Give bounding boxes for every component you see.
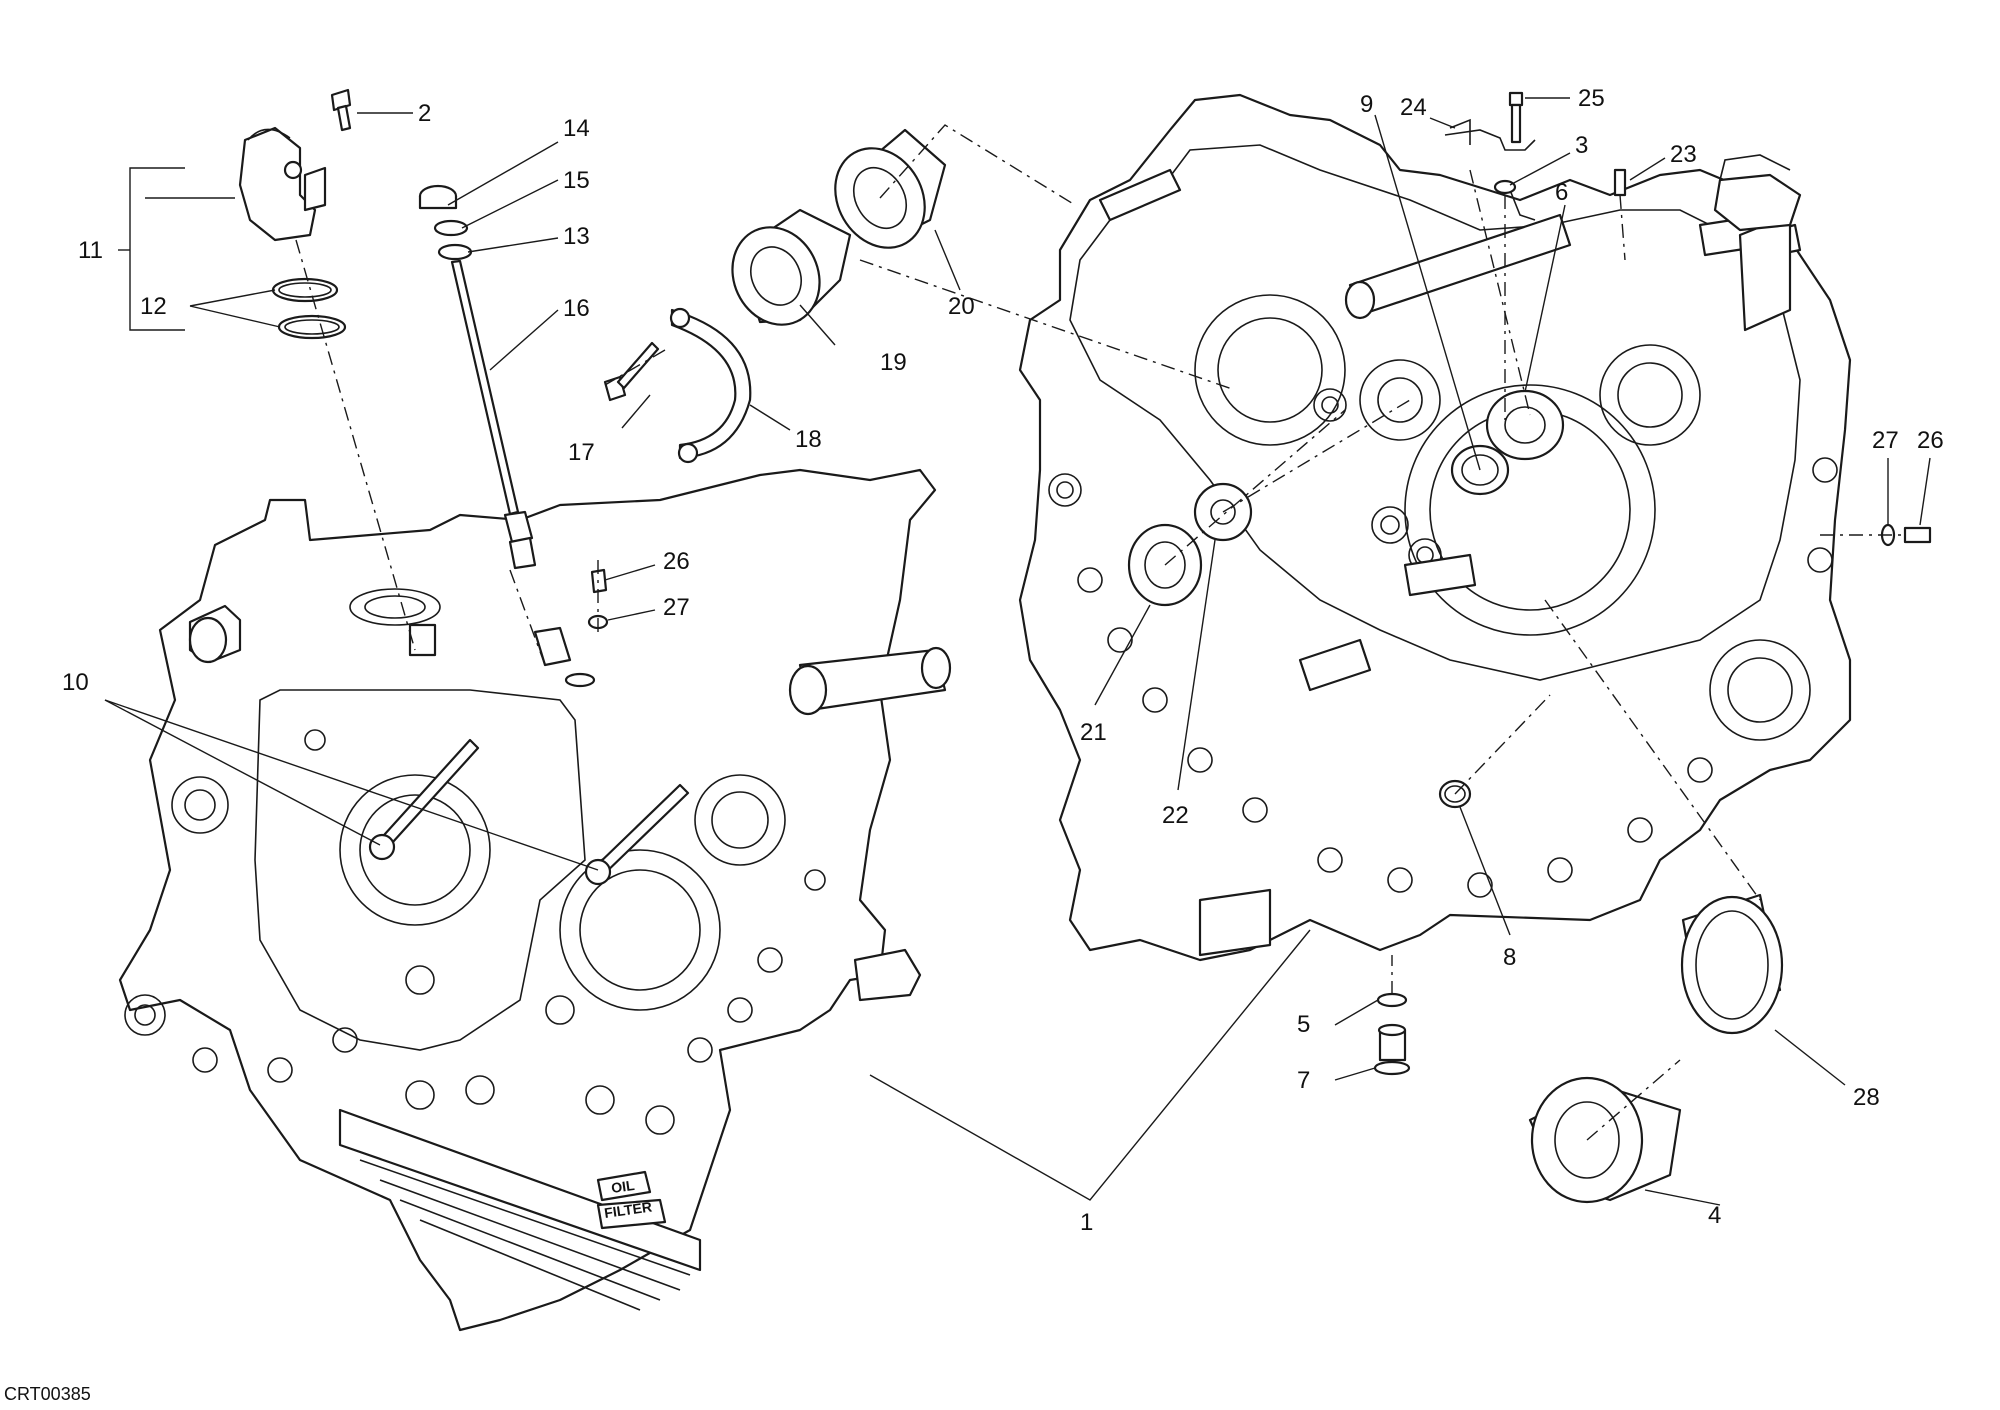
washer-3 xyxy=(1493,179,1517,195)
callout-4: 4 xyxy=(1708,1202,1721,1229)
crankcase-studs xyxy=(368,738,690,886)
bearing-4 xyxy=(1528,1076,1682,1204)
callout-16: 16 xyxy=(563,295,590,322)
callout-27-left: 27 xyxy=(663,594,690,621)
oil-line-24 xyxy=(1444,118,1536,151)
callout-20: 20 xyxy=(948,293,975,320)
callout-19: 19 xyxy=(880,349,907,376)
callout-23: 23 xyxy=(1670,141,1697,168)
callout-24: 24 xyxy=(1400,94,1427,121)
callout-13: 13 xyxy=(563,223,590,250)
callout-28: 28 xyxy=(1853,1084,1880,1111)
callout-9: 9 xyxy=(1360,91,1373,118)
oil-stamp: OIL xyxy=(610,1177,636,1196)
callout-3: 3 xyxy=(1575,132,1588,159)
oil-pipe-assembly xyxy=(418,184,537,570)
callout-15: 15 xyxy=(563,167,590,194)
dowel-26-right xyxy=(1903,526,1932,544)
plug-7 xyxy=(1373,1023,1411,1076)
oil-breather-assembly xyxy=(238,126,327,242)
retainer-18 xyxy=(669,307,752,464)
bearing-6 xyxy=(1485,389,1565,461)
screw-17 xyxy=(603,341,660,402)
callout-5: 5 xyxy=(1297,1011,1310,1038)
washer-5 xyxy=(1376,992,1408,1008)
callout-8: 8 xyxy=(1503,944,1516,971)
o-rings-12 xyxy=(271,277,347,340)
callout-14: 14 xyxy=(563,115,590,142)
right-crankcase-half xyxy=(1018,93,1852,962)
screw-25 xyxy=(1508,91,1524,144)
callout-11: 11 xyxy=(78,237,103,264)
callout-1: 1 xyxy=(1080,1209,1093,1236)
callout-21: 21 xyxy=(1080,719,1107,746)
callout-26-right: 26 xyxy=(1917,427,1944,454)
dowel-26-left xyxy=(590,568,608,594)
screw-2 xyxy=(330,88,352,132)
callout-12: 12 xyxy=(140,293,167,320)
callout-10: 10 xyxy=(62,669,89,696)
bearing-19 xyxy=(731,208,852,326)
leader-lines xyxy=(104,97,1931,1206)
callout-22: 22 xyxy=(1162,802,1189,829)
dowel-23 xyxy=(1613,168,1627,197)
callout-7: 7 xyxy=(1297,1067,1310,1094)
callout-26-left: 26 xyxy=(663,548,690,575)
assembly-lines xyxy=(295,124,1905,1141)
callouts: 2 14 15 13 11 12 16 17 18 19 20 26 27 10… xyxy=(62,85,1944,1236)
callout-18: 18 xyxy=(795,426,822,453)
seal-28 xyxy=(1680,893,1784,1035)
drawing-code: CRT00385 xyxy=(4,1384,91,1404)
filter-stamp: FILTER xyxy=(603,1198,653,1221)
callout-17: 17 xyxy=(568,439,595,466)
callout-27-right: 27 xyxy=(1872,427,1899,454)
callout-6: 6 xyxy=(1555,179,1568,206)
left-crankcase-half: OIL FILTER xyxy=(118,468,952,1332)
callout-2: 2 xyxy=(418,100,431,127)
callout-25: 25 xyxy=(1578,85,1605,112)
